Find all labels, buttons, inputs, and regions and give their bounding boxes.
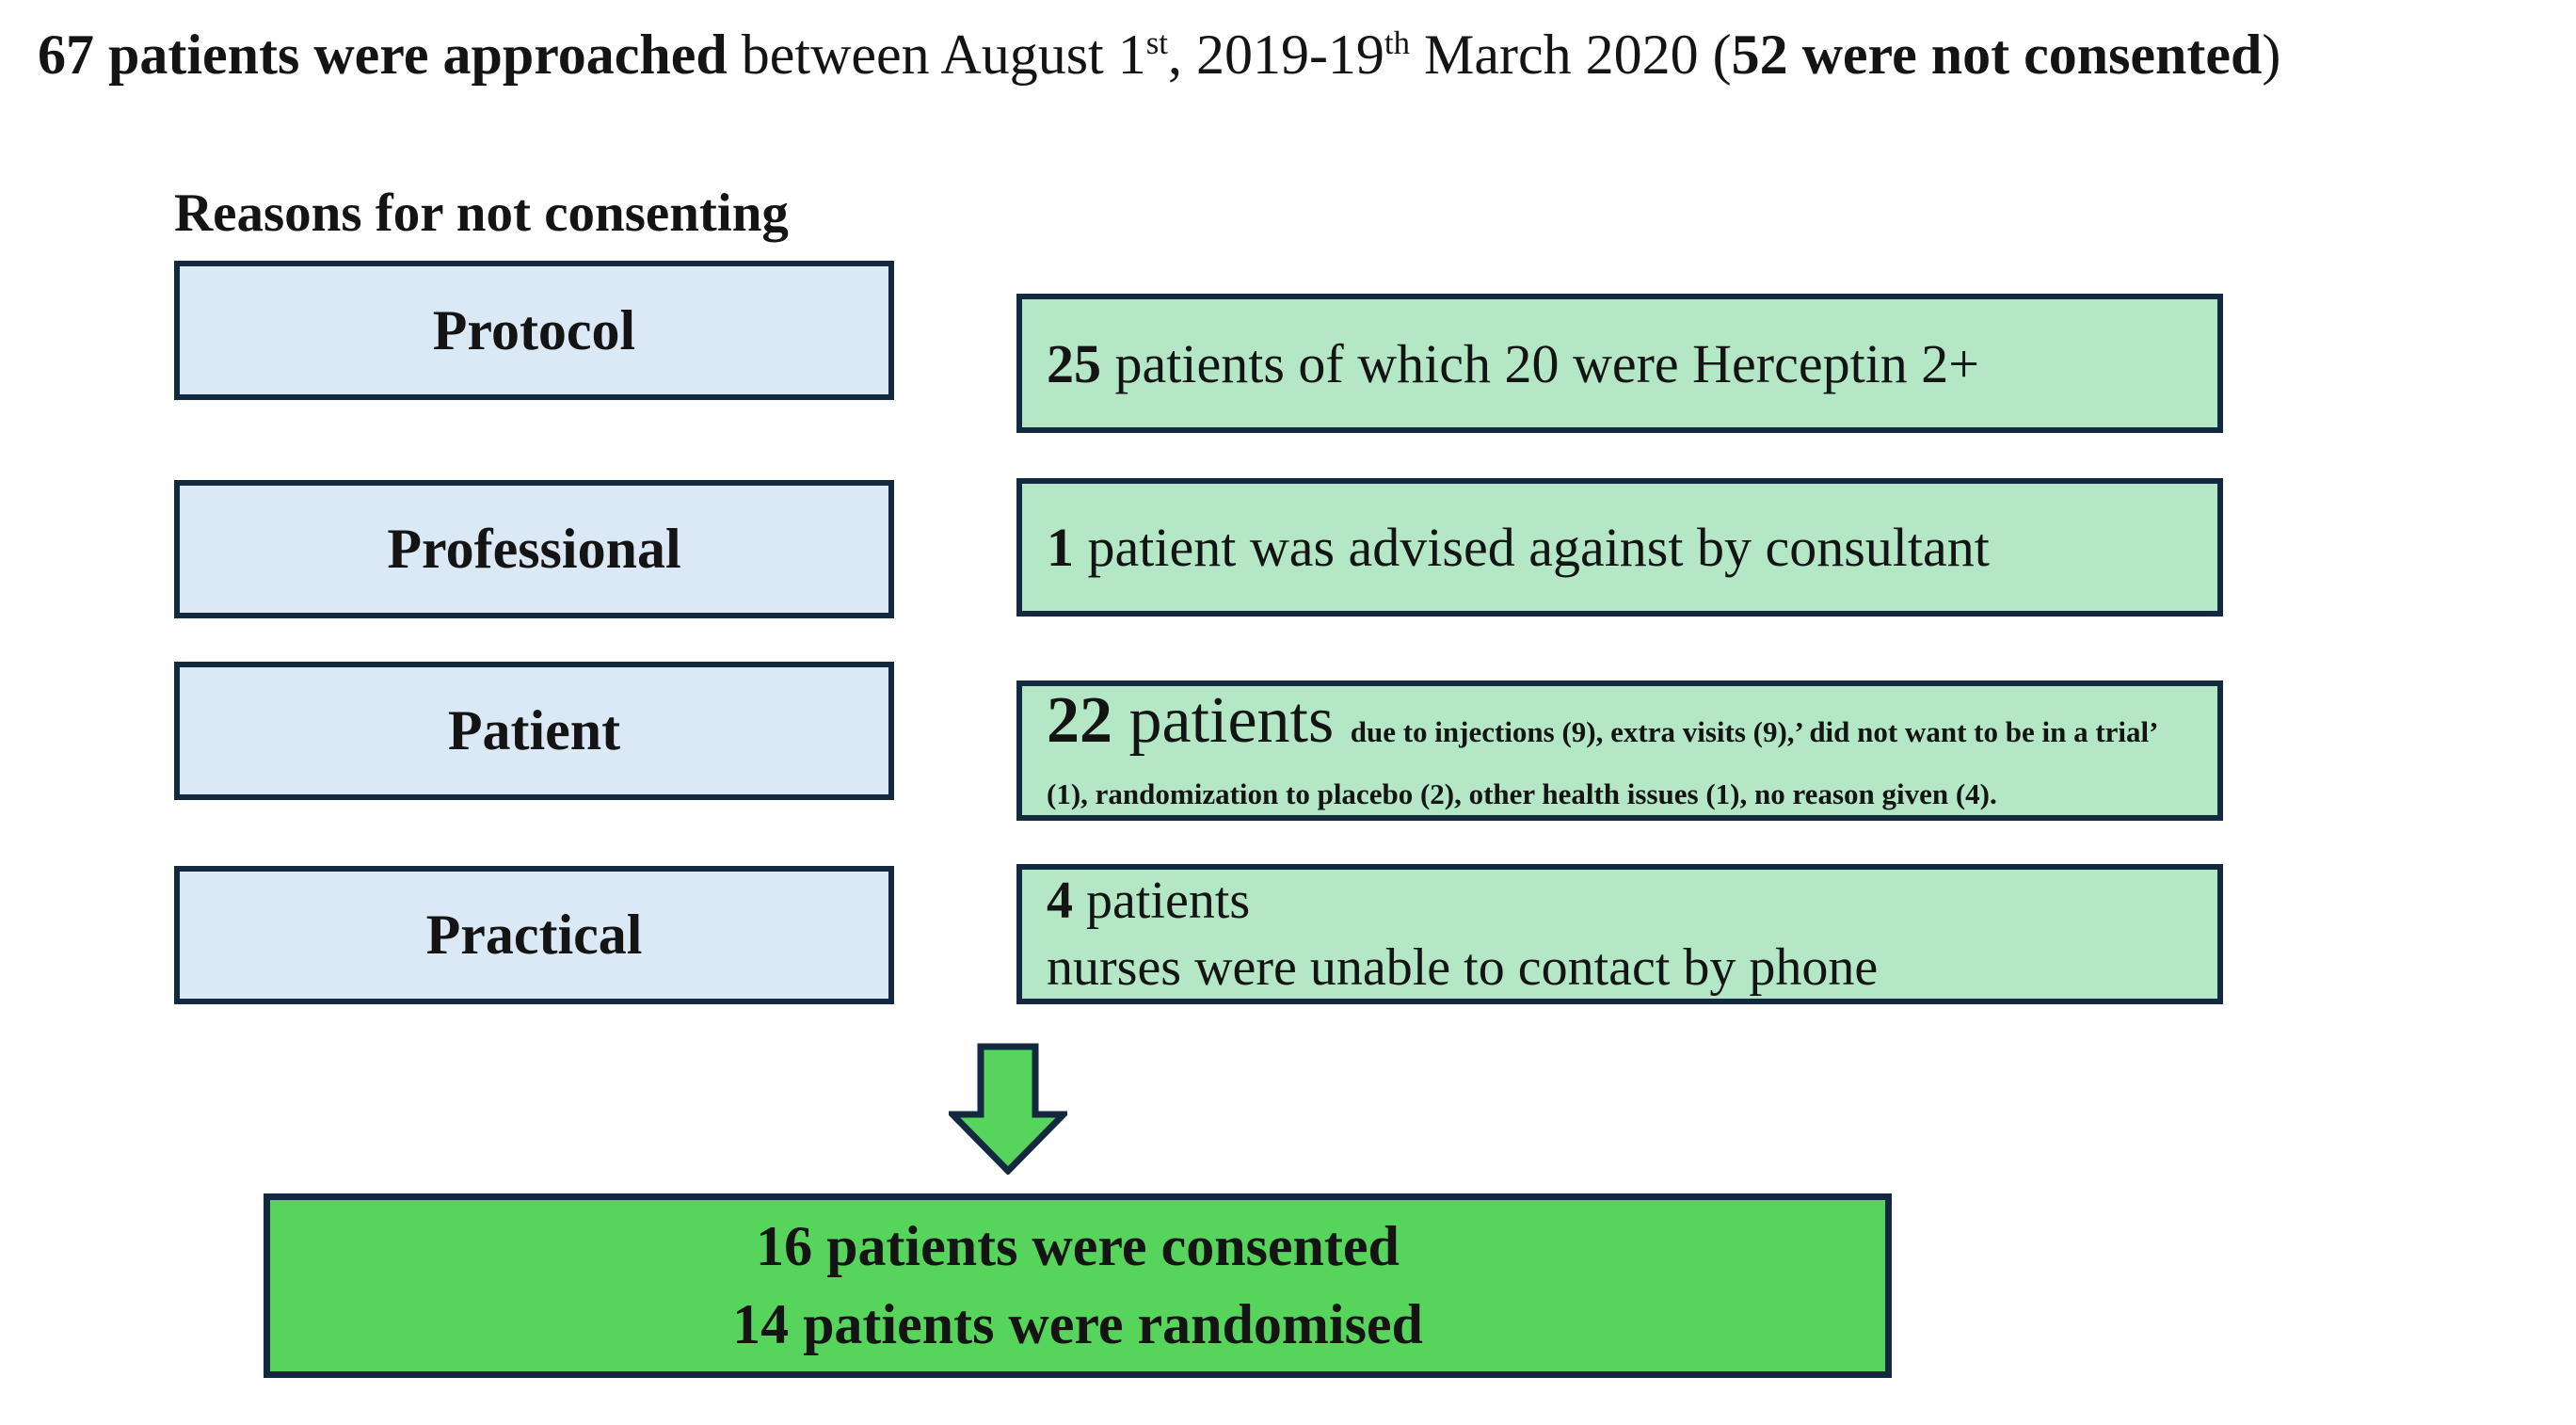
detail-text-patient: 22 patients due to injections (9), extra… (1047, 685, 2193, 815)
figure-title: 67 patients were approached between Augu… (38, 21, 2280, 88)
detail-count-protocol: 25 (1047, 332, 1101, 394)
title-sup-th: th (1384, 24, 1410, 61)
outcome-consented: 16 patients were consented (756, 1215, 1400, 1278)
detail-rest-patient: patients (1112, 684, 1351, 758)
reason-box-practical: Practical (174, 866, 894, 1004)
title-date-range-start: between August 1 (727, 24, 1146, 86)
detail-text-practical: 4 patients nurses were unable to contact… (1047, 868, 1878, 1001)
detail-text-protocol: 25 patients of which 20 were Herceptin 2… (1047, 332, 1979, 395)
title-approached-count: 67 patients were approached (38, 24, 728, 86)
title-date-range-end: March 2020 ( (1410, 24, 1732, 86)
title-not-consented-count: 52 were not consented (1731, 24, 2263, 86)
detail-line2-practical: nurses were unable to contact by phone (1047, 937, 1879, 997)
down-arrow-icon (944, 1043, 1072, 1176)
reason-label-protocol: Protocol (432, 298, 636, 361)
reasons-heading: Reasons for not consenting (174, 184, 789, 243)
detail-small-patient: due to injections (9), extra visits (9),… (1047, 715, 2157, 810)
detail-box-practical: 4 patients nurses were unable to contact… (1016, 864, 2223, 1004)
reason-label-patient: Patient (447, 699, 621, 761)
outcome-randomised: 14 patients were randomised (732, 1293, 1423, 1355)
detail-line1-practical: 4 patients (1047, 868, 1878, 935)
reason-box-professional: Professional (174, 480, 894, 618)
detail-box-professional: 1 patient was advised against by consult… (1016, 478, 2223, 616)
title-sup-st: st (1145, 24, 1168, 61)
reason-box-protocol: Protocol (174, 261, 894, 400)
detail-box-protocol: 25 patients of which 20 were Herceptin 2… (1016, 294, 2223, 433)
detail-count-professional: 1 (1047, 517, 1074, 578)
detail-rest-practical: patients (1073, 871, 1251, 930)
reason-label-professional: Professional (387, 518, 681, 580)
detail-rest-professional: patient was advised against by consultan… (1074, 517, 1990, 578)
detail-rest-protocol: patients of which 20 were Herceptin 2+ (1101, 332, 1980, 394)
detail-box-patient: 22 patients due to injections (9), extra… (1016, 680, 2223, 821)
reason-label-practical: Practical (425, 904, 643, 966)
outcome-box: 16 patients were consented 14 patients w… (264, 1193, 1892, 1378)
title-date-range-mid: , 2019-19 (1167, 24, 1384, 86)
reason-box-patient: Patient (174, 662, 894, 800)
detail-count-practical: 4 (1047, 871, 1073, 930)
detail-count-patient: 22 (1047, 684, 1112, 758)
detail-text-professional: 1 patient was advised against by consult… (1047, 516, 1990, 579)
title-close-paren: ) (2262, 24, 2281, 86)
